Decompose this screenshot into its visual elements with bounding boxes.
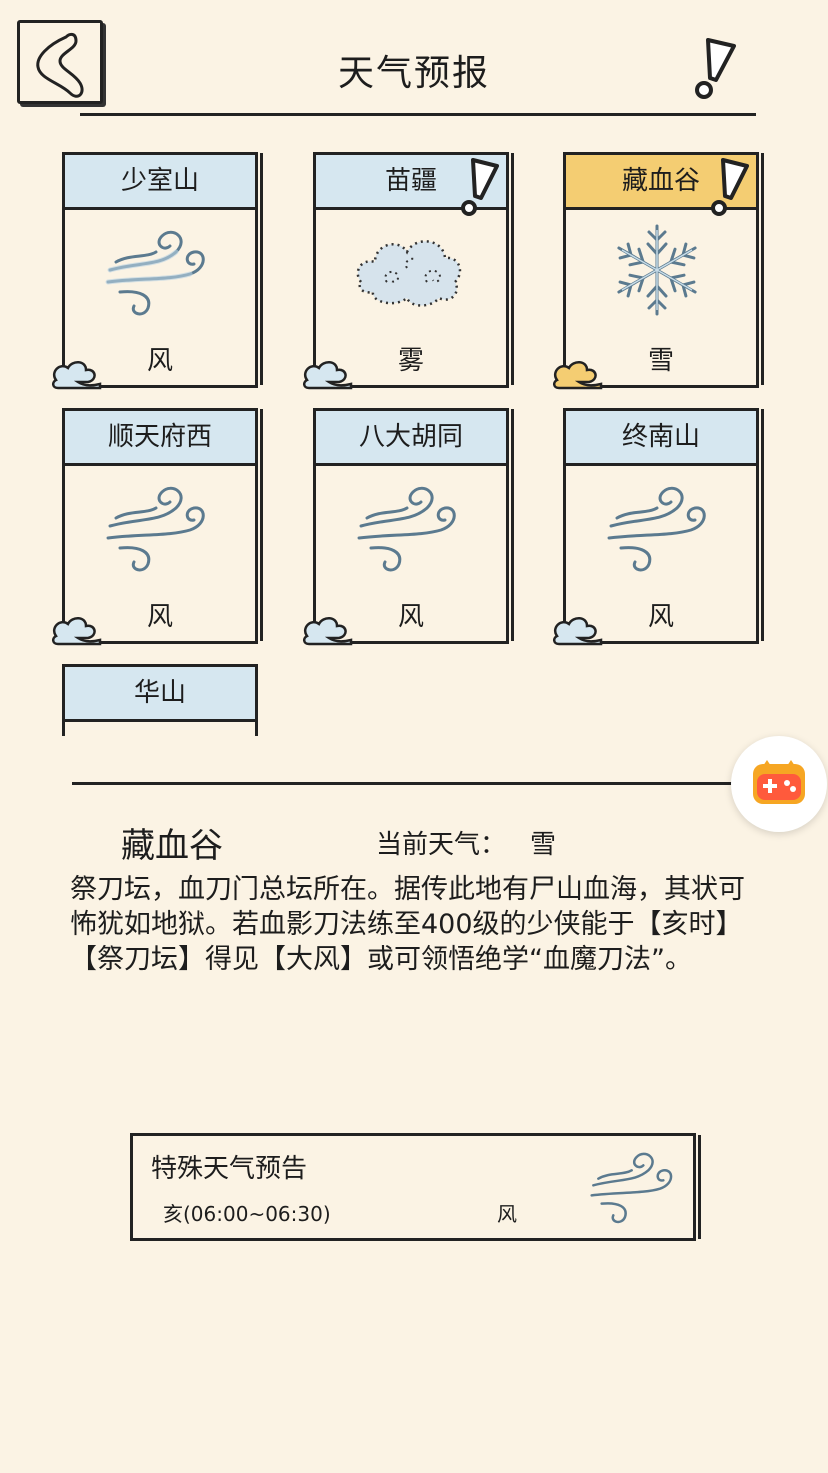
wind-icon: [351, 478, 471, 582]
card-title: 终南山: [563, 408, 759, 466]
card-title: 八大胡同: [313, 408, 509, 466]
card-title: 顺天府西: [62, 408, 258, 466]
location-card-selected[interactable]: 藏血谷: [553, 152, 764, 390]
page-title: 天气预报: [337, 53, 490, 94]
forecast-time: 亥(06:00~06:30): [163, 1202, 331, 1226]
wind-icon: [100, 222, 220, 326]
exclamation-icon: [457, 158, 501, 222]
cloud-ornament-icon: [549, 358, 605, 396]
cloud-ornament-icon: [48, 358, 104, 396]
back-arrow-icon: [36, 32, 84, 98]
current-weather-value: 雪: [530, 830, 557, 860]
location-card[interactable]: 顺天府西 风: [52, 408, 263, 646]
card-title: 华山: [62, 664, 258, 722]
header-divider: [80, 113, 756, 116]
cloud-ornament-icon: [48, 614, 104, 652]
card-title: 少室山: [62, 152, 258, 210]
wind-icon: [601, 478, 721, 582]
wind-icon: [100, 478, 220, 582]
game-center-button[interactable]: [731, 736, 827, 832]
weather-label: 风: [146, 602, 173, 632]
exclamation-icon: [707, 158, 751, 222]
forecast-title: 特殊天气预告: [151, 1154, 308, 1184]
weather-label: 雪: [647, 346, 674, 376]
wind-icon: [585, 1142, 685, 1236]
location-description: 祭刀坛，血刀门总坛所在。据传此地有尸山血海，其状可怖犹如地狱。若血影刀法练至40…: [70, 874, 745, 975]
snowflake-icon: [601, 222, 721, 326]
special-weather-forecast: 特殊天气预告 亥(06:00~06:30) 风: [130, 1133, 701, 1241]
weather-label: 风: [647, 602, 674, 632]
location-card[interactable]: 八大胡同 风: [303, 408, 514, 646]
weather-label: 雾: [397, 346, 424, 376]
location-card[interactable]: 华山: [62, 664, 258, 736]
location-card[interactable]: 少室山 风: [52, 152, 263, 390]
exclamation-icon[interactable]: [690, 36, 740, 106]
cloud-ornament-icon: [549, 614, 605, 652]
current-weather-label: 当前天气：: [376, 830, 507, 860]
location-card[interactable]: 终南山 风: [553, 408, 764, 646]
cloud-ornament-icon: [299, 358, 355, 396]
location-card[interactable]: 苗疆 雾: [303, 152, 514, 390]
back-button[interactable]: [17, 20, 103, 104]
location-name: 藏血谷: [121, 826, 223, 866]
weather-label: 风: [397, 602, 424, 632]
fog-icon: [351, 222, 471, 326]
weather-label: 风: [146, 346, 173, 376]
cloud-ornament-icon: [299, 614, 355, 652]
forecast-weather: 风: [497, 1202, 517, 1226]
section-divider: [72, 782, 752, 785]
gamepad-icon: [753, 760, 805, 804]
